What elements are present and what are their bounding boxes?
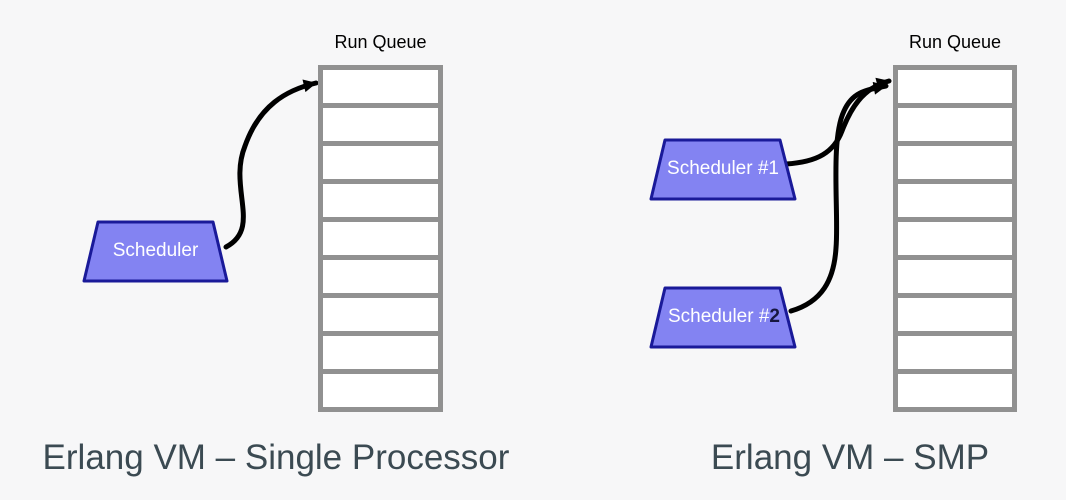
scheduler2-label-number: 2 xyxy=(769,306,780,327)
queue-slot xyxy=(898,184,1012,217)
scheduler2-label-prefix: Scheduler # xyxy=(668,306,770,327)
scheduler1-trapezoid xyxy=(649,138,797,201)
scheduler-label: Scheduler xyxy=(112,240,199,261)
queue-slot xyxy=(323,260,438,293)
caption-smp: Erlang VM – SMP xyxy=(710,438,990,477)
queue-slot xyxy=(898,298,1012,331)
run-queue-left xyxy=(318,65,443,412)
queue-slot xyxy=(323,222,438,255)
run-queue-label-left: Run Queue xyxy=(334,32,427,52)
queue-slot xyxy=(898,336,1012,369)
scheduler-trapezoid xyxy=(82,220,229,283)
arrow-scheduler-to-queue xyxy=(223,79,319,250)
queue-slot xyxy=(898,222,1012,255)
arrow-scheduler2-to-queue xyxy=(788,81,889,314)
queue-slot xyxy=(323,108,438,141)
run-queue-label-right: Run Queue xyxy=(908,32,1002,52)
scheduler2-trapezoid xyxy=(649,286,797,349)
queue-slot xyxy=(898,108,1012,141)
queue-slot xyxy=(323,298,438,331)
queue-slot xyxy=(898,146,1012,179)
scheduler1-label: Scheduler #1 xyxy=(667,158,779,179)
queue-slot xyxy=(323,146,438,179)
queue-slot xyxy=(898,260,1012,293)
queue-slot xyxy=(323,70,438,103)
scheduler2-label: Scheduler #2 xyxy=(651,306,797,328)
queue-slot xyxy=(323,374,438,407)
queue-slot xyxy=(323,336,438,369)
queue-slot xyxy=(898,374,1012,407)
run-queue-right xyxy=(893,65,1017,412)
queue-slot xyxy=(898,70,1012,103)
caption-single-processor: Erlang VM – Single Processor xyxy=(42,438,510,477)
queue-slot xyxy=(323,184,438,217)
